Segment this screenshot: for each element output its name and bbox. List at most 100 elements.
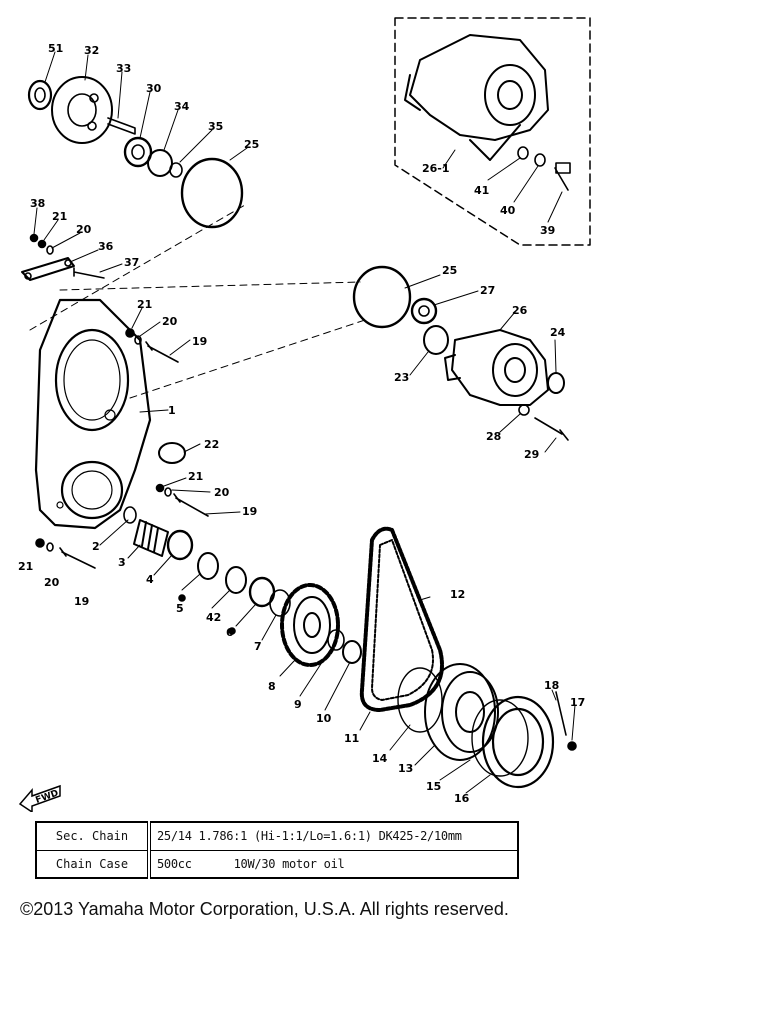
callout-13: 13	[398, 762, 413, 775]
seal-23	[423, 325, 449, 355]
callout-39: 39	[540, 224, 555, 237]
callout-35: 35	[208, 120, 223, 133]
callout-21: 21	[137, 298, 152, 311]
callout-38: 38	[30, 197, 45, 210]
gasket-14	[397, 667, 443, 733]
callout-8: 8	[268, 680, 276, 693]
callout-22: 22	[204, 438, 219, 451]
o-ring-25-lower	[352, 265, 412, 329]
callout-41: 41	[474, 184, 489, 197]
callout-42: 42	[206, 611, 221, 624]
table-row: Sec. Chain 25/14 1.786:1 (Hi-1:1/Lo=1.6:…	[35, 821, 519, 851]
nut-21a	[37, 239, 47, 249]
screw-18	[555, 691, 567, 736]
o-ring-2	[123, 506, 137, 524]
callout-7: 7	[254, 640, 262, 653]
chain-11	[359, 526, 444, 712]
inset-dashed-box	[394, 17, 591, 246]
spec-label-sec-chain: Sec. Chain	[35, 821, 151, 851]
collar-3	[133, 519, 169, 557]
washer-7	[269, 589, 291, 617]
exploded-parts-diagram: 5132333034352538212036372120191222120192…	[18, 17, 591, 805]
screw-17	[567, 741, 577, 751]
spacer-4	[166, 529, 194, 561]
spec-value-chain-case: 500cc 10W/30 motor oil	[148, 849, 519, 879]
washer-38	[29, 233, 39, 243]
washer-28	[518, 404, 530, 416]
callout-9: 9	[294, 698, 302, 711]
callout-2: 2	[92, 540, 100, 553]
callout-1: 1	[168, 404, 176, 417]
callout-21: 21	[188, 470, 203, 483]
cover-16	[481, 695, 555, 789]
housing-26-1	[404, 34, 549, 161]
fwd-label: FWD	[34, 789, 60, 806]
washer-41	[517, 146, 529, 160]
nut-10	[342, 640, 362, 664]
bolt-19a	[145, 341, 179, 363]
callout-40: 40	[500, 204, 516, 217]
spec-label-chain-case: Chain Case	[35, 849, 151, 879]
callout-29: 29	[524, 448, 539, 461]
callout-18: 18	[544, 679, 559, 692]
plug-22	[158, 442, 186, 464]
callout-21: 21	[18, 560, 33, 573]
callout-34: 34	[174, 100, 190, 113]
leader-lines	[33, 51, 576, 794]
callout-20: 20	[44, 576, 60, 589]
gasket-15	[471, 699, 529, 777]
washer-40	[534, 153, 546, 167]
callout-17: 17	[570, 696, 585, 709]
o-ring-35	[169, 162, 183, 178]
bolt-39	[554, 162, 571, 191]
callout-19: 19	[74, 595, 89, 608]
callout-21: 21	[52, 210, 67, 223]
callout-24: 24	[550, 326, 566, 339]
callout-6: 6	[226, 626, 234, 639]
callout-26: 26	[512, 304, 528, 317]
callout-20: 20	[214, 486, 230, 499]
callout-12: 12	[450, 588, 465, 601]
fwd-arrow-icon: FWD	[18, 784, 61, 812]
sprocket-8	[280, 583, 340, 667]
callout-19: 19	[192, 335, 207, 348]
washer-5	[197, 552, 219, 580]
callout-3: 3	[118, 556, 126, 569]
callout-16: 16	[454, 792, 470, 805]
bolt-19b	[173, 493, 209, 517]
spec-table: Sec. Chain 25/14 1.786:1 (Hi-1:1/Lo=1.6:…	[35, 821, 519, 879]
callout-37: 37	[124, 256, 139, 269]
circlip-34	[147, 149, 173, 177]
sprocket-hub-13	[424, 663, 499, 761]
callout-20: 20	[76, 223, 92, 236]
callout-30: 30	[146, 82, 162, 95]
callout-5: 5	[176, 602, 184, 615]
callout-19: 19	[242, 505, 257, 518]
washer-9	[327, 629, 345, 651]
washer-20c	[164, 487, 172, 497]
table-row: Chain Case 500cc 10W/30 motor oil	[35, 849, 519, 879]
callout-25: 25	[244, 138, 259, 151]
chain-case-cover-1	[34, 298, 152, 530]
washer-20d	[46, 542, 54, 552]
flange-32	[51, 76, 136, 144]
bearing-27	[410, 297, 438, 325]
callout-10: 10	[316, 712, 332, 725]
o-ring-25-upper	[180, 157, 244, 229]
chain-case-capacity: 500cc	[157, 856, 192, 871]
copyright-notice: ©2013 Yamaha Motor Corporation, U.S.A. A…	[20, 899, 509, 919]
nut-21b	[125, 328, 135, 338]
lever-36	[21, 257, 75, 281]
seal-24	[547, 372, 565, 394]
callout-27: 27	[480, 284, 495, 297]
washer-20a	[46, 245, 54, 255]
washer-42	[225, 566, 247, 594]
chain-case-oil: 10W/30 motor oil	[233, 856, 345, 871]
callout-33: 33	[116, 62, 131, 75]
nut-21c	[155, 483, 165, 493]
callout-4: 4	[146, 573, 154, 586]
callout-26-1: 26-1	[422, 162, 450, 175]
washer-20b	[134, 335, 142, 345]
spec-value-sec-chain: 25/14 1.786:1 (Hi-1:1/Lo=1.6:1) DK425-2/…	[148, 821, 519, 851]
callout-51: 51	[48, 42, 63, 55]
